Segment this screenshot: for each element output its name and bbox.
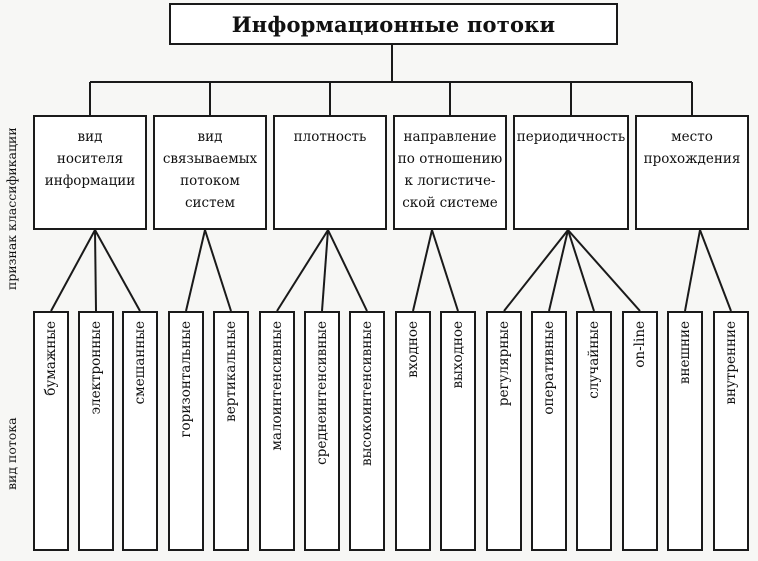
fan-connector-line [321,229,329,312]
fan-connector-line [204,229,232,312]
fan-connector-line [94,229,97,312]
leaf-label: горизонтальные [178,321,194,438]
leaf-label: бумажные [43,321,59,396]
leaf-box: оперативные [531,311,567,551]
classification-side-label: признак классификации [4,127,19,290]
flow-type-side-label: вид потока [4,417,19,490]
leaf-label: входное [405,321,421,378]
leaf-box: внутренние [713,311,749,551]
leaf-box: on-line [622,311,658,551]
fan-connector-line [412,229,433,312]
leaf-box: случайные [576,311,612,551]
category-box-periodicity: периодичность [513,115,629,230]
leaf-label: регулярные [496,321,512,407]
leaf-label: выходное [450,321,466,389]
leaf-label: случайные [586,321,602,399]
leaf-box: смешанные [122,311,158,551]
leaf-label: оперативные [541,321,557,415]
leaf-box: малоинтенсивные [259,311,295,551]
fan-connector-line [548,229,569,312]
fan-connector-line [50,229,96,312]
leaf-box: выходное [440,311,476,551]
leaf-box: бумажные [33,311,69,551]
fan-connector-line [94,229,141,312]
leaf-label: on-line [632,321,648,368]
category-box-direction: направление по отношению к логистиче- ск… [393,115,507,230]
leaf-label: внутренние [723,321,739,405]
leaf-label: среднеинтенсивные [314,321,330,465]
category-box-location: место прохождения [635,115,749,230]
category-box-systems: вид связываемых потоком систем [153,115,267,230]
fan-connector-line [327,229,368,312]
leaf-box: вертикальные [213,311,249,551]
category-box-carrier: вид носителя информации [33,115,147,230]
category-label: место прохождения [643,129,741,167]
leaf-box: входное [395,311,431,551]
leaf-label: внешние [677,321,693,385]
category-label: периодичность [516,129,626,145]
fan-connector-line [684,229,701,312]
fan-connector-line [503,229,569,312]
category-label: плотность [293,129,367,145]
diagram-title: Информационные потоки [231,11,556,37]
fan-connector-line [567,229,641,312]
leaf-label: высокоинтенсивные [359,321,375,466]
leaf-box: высокоинтенсивные [349,311,385,551]
category-label: вид связываемых потоком систем [162,129,258,211]
leaf-box: электронные [78,311,114,551]
title-box: Информационные потоки [169,3,618,45]
leaf-box: внешние [667,311,703,551]
fan-connector-line [276,229,329,312]
leaf-box: горизонтальные [168,311,204,551]
category-label: направление по отношению к логистиче- ск… [397,129,503,211]
leaf-box: среднеинтенсивные [304,311,340,551]
fan-connector-line [567,229,595,312]
leaf-label: вертикальные [223,321,239,422]
category-box-density: плотность [273,115,387,230]
fan-connector-line [699,229,732,312]
fan-connector-line [431,229,459,312]
leaf-box: регулярные [486,311,522,551]
category-label: вид носителя информации [44,129,136,189]
fan-connector-line [185,229,206,312]
leaf-label: смешанные [132,321,148,405]
leaf-label: электронные [88,321,104,415]
leaf-label: малоинтенсивные [269,321,285,451]
